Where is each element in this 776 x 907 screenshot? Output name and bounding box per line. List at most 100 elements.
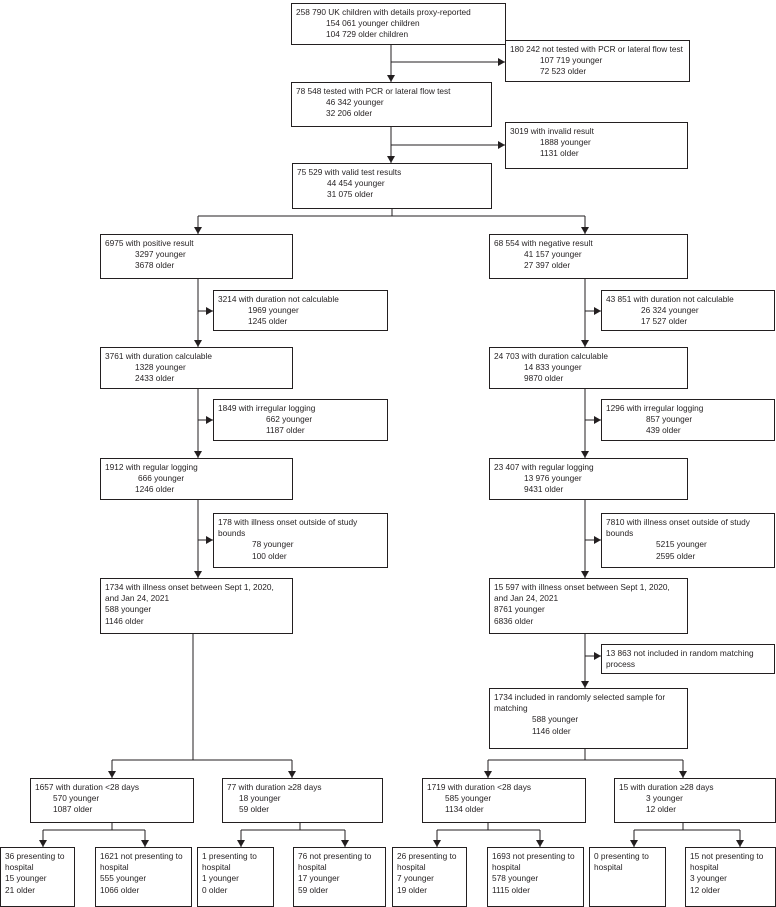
arrowhead — [341, 840, 349, 847]
arrowhead — [736, 840, 744, 847]
arrowhead — [498, 141, 505, 149]
box-sublabel: 6836 older — [494, 615, 534, 626]
box-label: 180 242 not tested with PCR or lateral f… — [510, 44, 683, 54]
box-sublabel: 107 719 younger — [540, 55, 603, 66]
arrowhead — [581, 227, 589, 234]
arrowhead — [630, 840, 638, 847]
arrowhead — [194, 451, 202, 458]
box-sublabel: 588 younger — [532, 714, 579, 725]
box-sublabel: 8761 younger — [494, 604, 545, 615]
arrowhead — [581, 571, 589, 578]
box-sublabel: 78 younger — [252, 539, 294, 550]
arrowhead — [141, 840, 149, 847]
arrowhead — [39, 840, 47, 847]
box-sublabel: 2433 older — [135, 373, 175, 384]
box-sublabel: 857 younger — [646, 414, 693, 425]
box-sublabel: 12 older — [690, 884, 720, 895]
box-n-not-tested: 180 242 not tested with PCR or lateral f… — [505, 40, 690, 82]
box-label: 1734 included in randomly selected sampl… — [494, 692, 666, 714]
box-sublabel: 41 157 younger — [524, 249, 582, 260]
box-sublabel: 1969 younger — [248, 305, 299, 316]
box-sublabel: 154 061 younger children — [326, 18, 420, 29]
box-label: 3761 with duration calculable — [105, 351, 213, 361]
box-sublabel: 9870 older — [524, 373, 564, 384]
box-label: 26 presenting to hospital — [397, 851, 457, 873]
arrowhead — [206, 536, 213, 544]
box-n-matched: 1734 included in randomly selected sampl… — [489, 688, 688, 749]
box-n-total: 258 790 UK children with details proxy-r… — [291, 3, 506, 45]
box-sublabel: 21 older — [5, 884, 35, 895]
box-sublabel: 44 454 younger — [327, 178, 385, 189]
arrowhead — [206, 307, 213, 315]
box-p-onset: 1734 with illness onset between Sept 1, … — [100, 578, 293, 634]
box-label: 178 with illness onset outside of study … — [218, 517, 358, 539]
arrowhead — [581, 340, 589, 347]
box-sublabel: 27 397 older — [524, 260, 571, 271]
box-label: 1912 with regular logging — [105, 462, 198, 472]
box-label: 75 529 with valid test results — [297, 167, 402, 177]
arrowhead — [108, 771, 116, 778]
box-sublabel: 570 younger — [53, 793, 100, 804]
box-label: 6975 with positive result — [105, 238, 194, 248]
box-label: 1734 with illness onset between Sept 1, … — [105, 582, 274, 604]
box-sublabel: 59 older — [239, 804, 269, 815]
box-label: 36 presenting to hospital — [5, 851, 65, 873]
box-sublabel: 1146 older — [105, 615, 144, 626]
box-sublabel: 12 older — [646, 804, 676, 815]
box-sublabel: 7 younger — [397, 873, 434, 884]
arrowhead — [194, 340, 202, 347]
box-n-onset: 15 597 with illness onset between Sept 1… — [489, 578, 688, 634]
box-label: 1621 not presenting to hospital — [100, 851, 183, 873]
arrowhead — [237, 840, 245, 847]
box-sublabel: 17 younger — [298, 873, 340, 884]
box-sublabel: 13 976 younger — [524, 473, 582, 484]
box-sublabel: 46 342 younger — [326, 97, 384, 108]
arrowhead — [594, 416, 601, 424]
box-label: 15 597 with illness onset between Sept 1… — [494, 582, 670, 604]
box-sublabel: 1066 older — [100, 884, 140, 895]
box-sublabel: 15 younger — [5, 873, 47, 884]
box-label: 23 407 with regular logging — [494, 462, 594, 472]
box-sublabel: 1131 older — [540, 148, 579, 159]
box-sublabel: 17 527 older — [641, 316, 688, 327]
box-label: 68 554 with negative result — [494, 238, 593, 248]
box-sublabel: 0 older — [202, 884, 228, 895]
box-label: 76 not presenting to hospital — [298, 851, 372, 873]
box-sublabel: 1246 older — [135, 484, 175, 495]
box-sublabel: 585 younger — [445, 793, 492, 804]
box-sublabel: 100 older — [252, 550, 287, 561]
arrowhead — [387, 156, 395, 163]
box-sublabel: 1087 older — [53, 804, 93, 815]
box-sublabel: 1146 older — [532, 725, 571, 736]
box-sublabel: 1245 older — [248, 316, 288, 327]
box-label: 258 790 UK children with details proxy-r… — [296, 7, 471, 17]
box-label: 13 863 not included in random matching p… — [606, 648, 754, 670]
box-label: 1849 with irregular logging — [218, 403, 316, 413]
box-label: 1657 with duration <28 days — [35, 782, 140, 792]
box-label: 1719 with duration <28 days — [427, 782, 532, 792]
box-sublabel: 1328 younger — [135, 362, 186, 373]
box-label: 24 703 with duration calculable — [494, 351, 608, 361]
box-p-outside: 178 with illness onset outside of study … — [213, 513, 388, 568]
arrowhead — [594, 652, 601, 660]
box-label: 78 548 tested with PCR or lateral flow t… — [296, 86, 451, 96]
box-sublabel: 3297 younger — [135, 249, 186, 260]
